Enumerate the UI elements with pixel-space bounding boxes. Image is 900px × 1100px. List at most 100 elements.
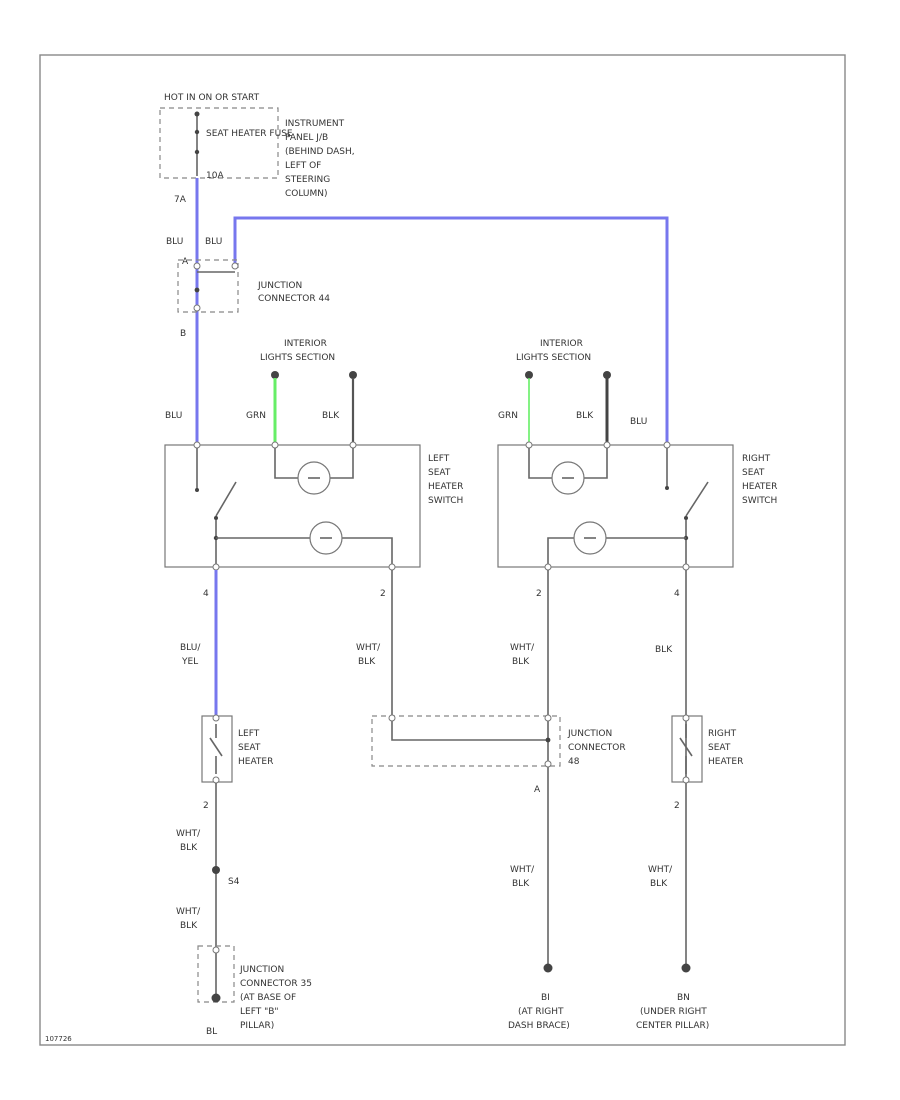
left-lamp-lead [330,448,354,479]
right-heater-name: HEATER [708,757,743,767]
right-switch-pin-label: 4 [674,589,680,599]
right-heater-pin [682,776,690,784]
feed-wire-blu-right [233,216,669,445]
left-heater-pin-label: 2 [203,801,209,811]
right-switch-pin [663,441,671,449]
j35-name: LEFT "B" [240,1007,279,1017]
left-heater-name: LEFT [238,729,260,739]
right-switch-name: RIGHT [742,454,771,464]
left-wire-top: GRN [246,411,266,421]
right-heater-element [679,724,693,774]
j44-pin-a: A [182,257,189,267]
fuse-pin-label: 7A [174,195,187,205]
left-switch-pin-label: 2 [380,589,386,599]
left-seat-heater: LEFT SEAT HEATER 2 WHT/ BLK S4 WHT/ BLK [176,714,273,998]
j48-pin [544,760,552,768]
fuse-node-a [194,129,200,135]
fuse-location-line: PANEL J/B [285,133,328,143]
right-switch-pin [603,441,611,449]
right-switch-pin [525,441,533,449]
left-switch-body [164,444,421,568]
right-switch-contact [684,516,688,520]
left-heater-name: HEATER [238,757,273,767]
right-return-wire: BLK [512,657,530,667]
right-return-wire: WHT/ [510,643,535,653]
right-illum-terminal [603,371,611,379]
left-heater-element [209,724,223,774]
right-switch-pin [544,563,552,571]
left-illum-label: INTERIOR [284,339,327,349]
fuse-location-line: STEERING [285,175,330,185]
right-illum-label: INTERIOR [540,339,583,349]
j48-wire: BLK [512,879,530,889]
right-switch-contact [665,486,669,490]
j48-name: JUNCTION [567,729,612,739]
left-switch-pin [388,563,396,571]
left-switch-pin-label: 4 [203,589,209,599]
footer-code: 107726 [45,1035,72,1043]
j35-name: CONNECTOR 35 [240,979,312,989]
j35-pin [212,946,220,954]
j48-name: 48 [568,757,580,767]
fuse-name-line: SEAT HEATER FUSE [206,129,293,139]
ground-bn-location: (UNDER RIGHT [640,1007,707,1017]
j44-outline [177,259,239,313]
fuse-location-line: LEFT OF [285,161,321,171]
j48-outline [371,715,561,767]
j44-splice [194,287,200,293]
left-switch-pin [193,441,201,449]
fuse-node-b [194,149,200,155]
j48-pin-label: A [534,785,541,795]
j48-pin [544,714,552,722]
splice-s4 [212,866,220,874]
ground-bn: BN (UNDER RIGHT CENTER PILLAR) [636,963,709,1031]
left-switch-pin [349,441,357,449]
ground-bn-location: CENTER PILLAR) [636,1021,709,1031]
right-bottom-wire: BLK [655,645,673,655]
right-heater-name: RIGHT [708,729,737,739]
left-switch-contact [214,516,218,520]
right-switch-lever [685,481,709,517]
left-switch-pin [212,563,220,571]
ground-bl-terminal [211,993,221,1003]
right-switch-pin [682,563,690,571]
left-heater-pin [212,776,220,784]
diagram-frame [39,54,846,1046]
left-timer-lead [342,537,393,567]
left-wire-top: BLU [165,411,182,421]
j44-pin [231,262,239,270]
right-illum-label: LIGHTS SECTION [516,353,591,363]
right-switch-body [497,444,734,568]
j35-name: JUNCTION [239,965,284,975]
fuse-name: SEAT HEATER FUSE [206,129,293,139]
fuse-location-line: INSTRUMENT [285,119,345,129]
right-switch-name: HEATER [742,482,777,492]
j44-pin-b: B [180,329,186,339]
left-heater-pin [212,714,220,722]
left-seat-heater-switch: INTERIOR LIGHTS SECTION BLU GRN BLK LEFT [164,339,463,599]
right-illum-terminal [525,371,533,379]
right-lamp-lead [584,448,608,479]
fuse-node-top [194,111,200,117]
j35-name: PILLAR) [240,1021,274,1031]
right-wire-top: GRN [498,411,518,421]
ground-bn-label: BN [677,993,690,1003]
junction-connector-44: BLU BLU A B JUNCTION CONNECTOR 44 [166,237,330,339]
left-switch-name: SWITCH [428,496,463,506]
j44-pin [193,304,201,312]
j44-name: CONNECTOR 44 [258,294,330,304]
right-switch-name: SWITCH [742,496,777,506]
left-switch-lever [215,481,237,517]
left-ground-wire: WHT/ [176,907,201,917]
right-wire-top: BLU [630,417,647,427]
right-heater-wire: BLK [650,879,668,889]
j35-name: (AT BASE OF [240,993,296,1003]
right-heater-pin-label: 2 [674,801,680,811]
left-heater-wire: BLK [180,843,198,853]
j48-name: CONNECTOR [568,743,626,753]
left-bottom-wire: BLU/ [180,643,201,653]
fuse-box-outline [159,107,279,179]
left-illum-terminal [349,371,357,379]
left-heater-name: SEAT [238,743,261,753]
right-lamp-lead [528,448,552,479]
